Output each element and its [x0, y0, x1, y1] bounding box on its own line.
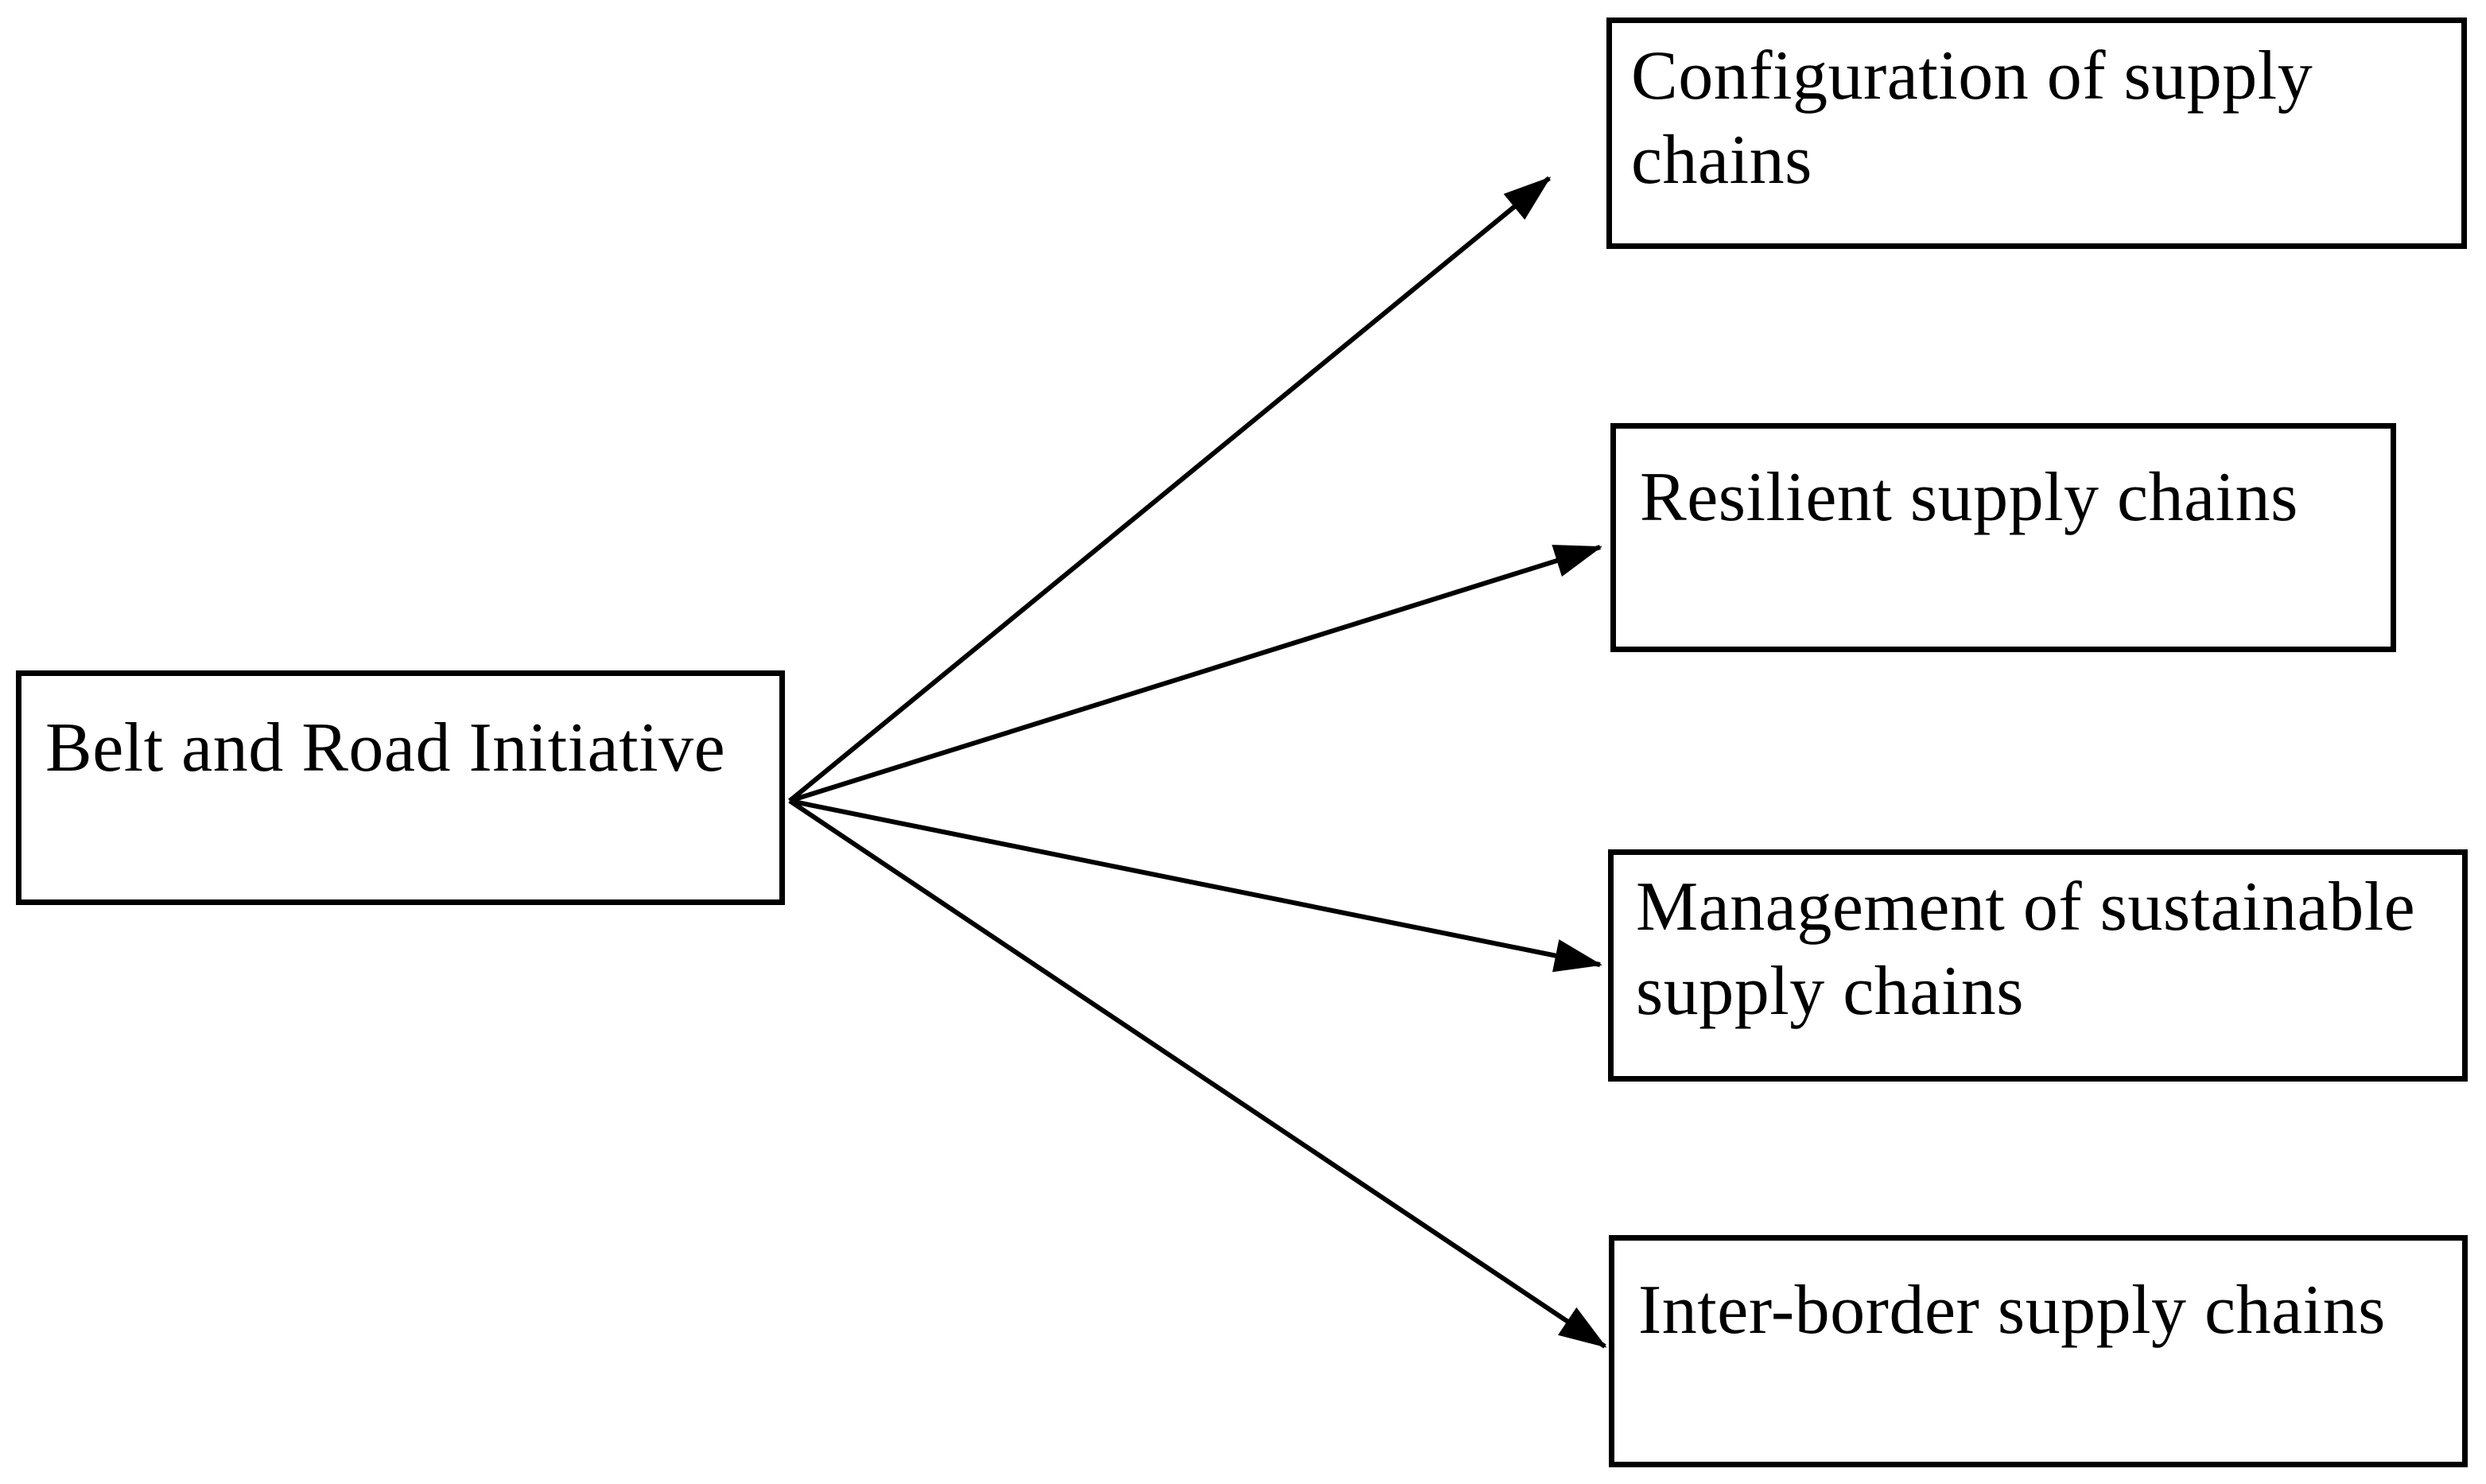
arrow-to-configuration-of-supply-chains — [788, 176, 1552, 803]
arrow-to-management-of-sustainable-supply-chains — [789, 798, 1602, 973]
arrow-to-inter-border-supply-chains — [788, 798, 1607, 1349]
node-configuration-of-supply-chains: Configuration of supply chains — [1606, 17, 2467, 249]
node-label: Resilient supply chains — [1640, 459, 2298, 536]
node-label: Management of sustainable supply chains — [1636, 868, 2416, 1030]
node-label: Inter-border supply chains — [1638, 1272, 2386, 1349]
node-label: Belt and Road Initiative — [45, 709, 726, 787]
arrow-to-resilient-supply-chains — [789, 544, 1602, 803]
node-belt-and-road-initiative: Belt and Road Initiative — [16, 670, 785, 905]
node-label: Configuration of supply chains — [1631, 37, 2313, 199]
node-management-of-sustainable-supply-chains: Management of sustainable supply chains — [1608, 849, 2468, 1082]
node-resilient-supply-chains: Resilient supply chains — [1610, 423, 2396, 652]
node-inter-border-supply-chains: Inter-border supply chains — [1609, 1235, 2468, 1467]
